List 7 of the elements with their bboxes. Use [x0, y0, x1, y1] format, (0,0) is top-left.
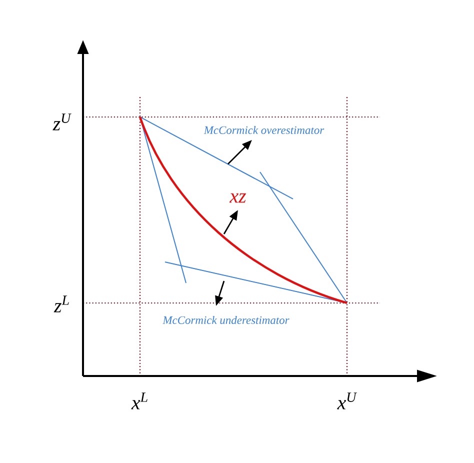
axis-label: z$^{L}$ [54, 296, 69, 312]
annotation-label: McCormick underestimator [162, 316, 290, 324]
curve-label: xz [229, 193, 246, 203]
annotation-label: McCormick overestimator [204, 126, 324, 134]
axis-label: x$^{U}$ [337, 392, 357, 410]
axis-label: x$^{L}$ [131, 392, 148, 410]
axis-label: z$^{U}$ [52, 114, 72, 130]
